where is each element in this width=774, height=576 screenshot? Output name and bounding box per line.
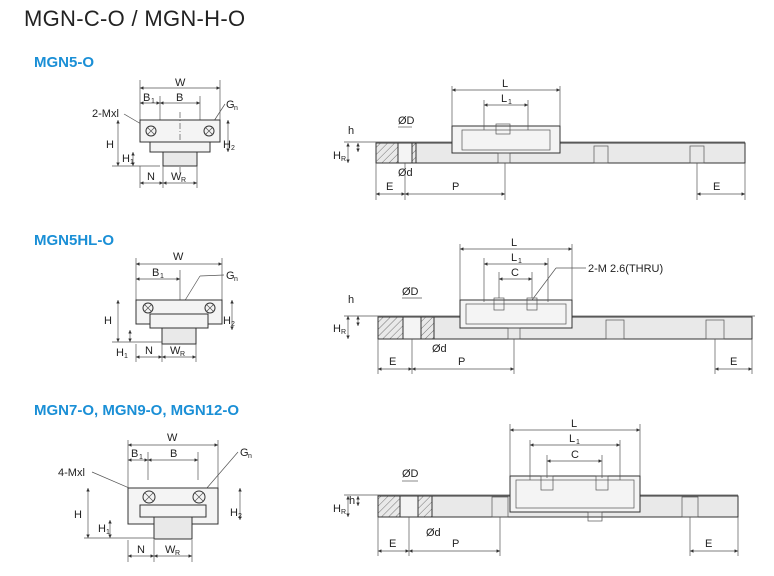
dim-L1-sub: 1: [518, 258, 522, 265]
section-title-mgn5: MGN5-O: [34, 54, 94, 71]
dim-W: W: [167, 432, 178, 444]
dim-WR: W: [170, 345, 181, 357]
dim-D: ØD: [398, 115, 415, 127]
dim-H1: H: [122, 153, 130, 165]
block-side: [459, 299, 573, 329]
dim-L1: L: [501, 93, 507, 105]
dim-B1-sub: 1: [160, 273, 164, 280]
dim-Gn: G: [226, 270, 235, 282]
dim-L: L: [502, 78, 508, 90]
dim-h: h: [348, 294, 354, 306]
dim-HR-sub: R: [341, 329, 346, 336]
dim-L: L: [571, 418, 577, 430]
dim-L1: L: [569, 433, 575, 445]
dim-d: Ød: [426, 527, 441, 539]
dim-WR-sub: R: [181, 177, 186, 184]
dim-D: ØD: [402, 286, 419, 298]
dim-HR: H: [333, 323, 341, 335]
dim-Gn: G: [240, 447, 249, 459]
dim-B1-sub: 1: [151, 98, 155, 105]
dim-E-right: E: [730, 356, 737, 368]
dim-4-Mxl: 4-Mxl: [58, 467, 85, 479]
dim-E: E: [389, 538, 396, 550]
dim-B1: B: [152, 267, 159, 279]
dim-E: E: [386, 181, 393, 193]
dim-H2-sub: 2: [238, 513, 242, 520]
note-thru: 2-M 2.6(THRU): [588, 263, 663, 275]
dim-h: h: [349, 495, 355, 507]
dim-P: P: [458, 356, 465, 368]
dim-d: Ød: [432, 343, 447, 355]
dim-E-right: E: [713, 181, 720, 193]
dim-B1-sub: 1: [139, 454, 143, 461]
dim-L: L: [511, 237, 517, 249]
dim-N: N: [147, 171, 155, 183]
dim-E: E: [389, 356, 396, 368]
dim-P: P: [452, 538, 459, 550]
block-side: [509, 475, 641, 513]
dim-H2-sub: 2: [231, 145, 235, 152]
dim-H1: H: [98, 523, 106, 535]
dim-H1-sub: 1: [124, 353, 128, 360]
dim-Gn: G: [226, 99, 235, 111]
dim-H: H: [106, 139, 114, 151]
dim-H: H: [104, 315, 112, 327]
dim-HR: H: [333, 150, 341, 162]
dim-H2: H: [223, 139, 231, 151]
dim-WR-sub: R: [175, 550, 180, 557]
dim-WR: W: [165, 544, 176, 556]
dim-W: W: [175, 77, 186, 89]
dim-P: P: [452, 181, 459, 193]
dim-L1-sub: 1: [508, 99, 512, 106]
dim-W: W: [173, 251, 184, 263]
dim-WR-sub: R: [180, 351, 185, 358]
section-title-mgn7-9-12: MGN7-O, MGN9-O, MGN12-O: [34, 402, 240, 419]
dim-2-Mxl: 2-Mxl: [92, 108, 119, 120]
dim-C: C: [571, 449, 579, 461]
dim-HR-sub: R: [341, 509, 346, 516]
section-title-mgn5hl: MGN5HL-O: [34, 232, 114, 249]
dim-B: B: [170, 448, 177, 460]
dim-H1-sub: 1: [130, 159, 134, 166]
dim-B1: B: [131, 448, 138, 460]
dim-HR: H: [333, 503, 341, 515]
dim-N: N: [145, 345, 153, 357]
dim-H1-sub: 1: [106, 529, 110, 536]
dim-H: H: [74, 509, 82, 521]
dim-WR: W: [171, 171, 182, 183]
dim-Gn-sub: n: [234, 276, 238, 283]
dim-h: h: [348, 125, 354, 137]
dim-N: N: [137, 544, 145, 556]
dim-C: C: [511, 267, 519, 279]
dim-E-right: E: [705, 538, 712, 550]
dim-Gn-sub: n: [234, 105, 238, 112]
dim-B1: B: [143, 92, 150, 104]
dim-H2: H: [223, 315, 231, 327]
dim-H1: H: [116, 347, 124, 359]
dim-H2-sub: 2: [231, 321, 235, 328]
dim-D: ØD: [402, 468, 419, 480]
dim-L1: L: [511, 252, 517, 264]
dim-HR-sub: R: [341, 156, 346, 163]
dim-H2: H: [230, 507, 238, 519]
dim-B: B: [176, 92, 183, 104]
dim-L1-sub: 1: [576, 439, 580, 446]
page-title: MGN-C-O / MGN-H-O: [24, 6, 246, 31]
dim-Gn-sub: n: [248, 453, 252, 460]
